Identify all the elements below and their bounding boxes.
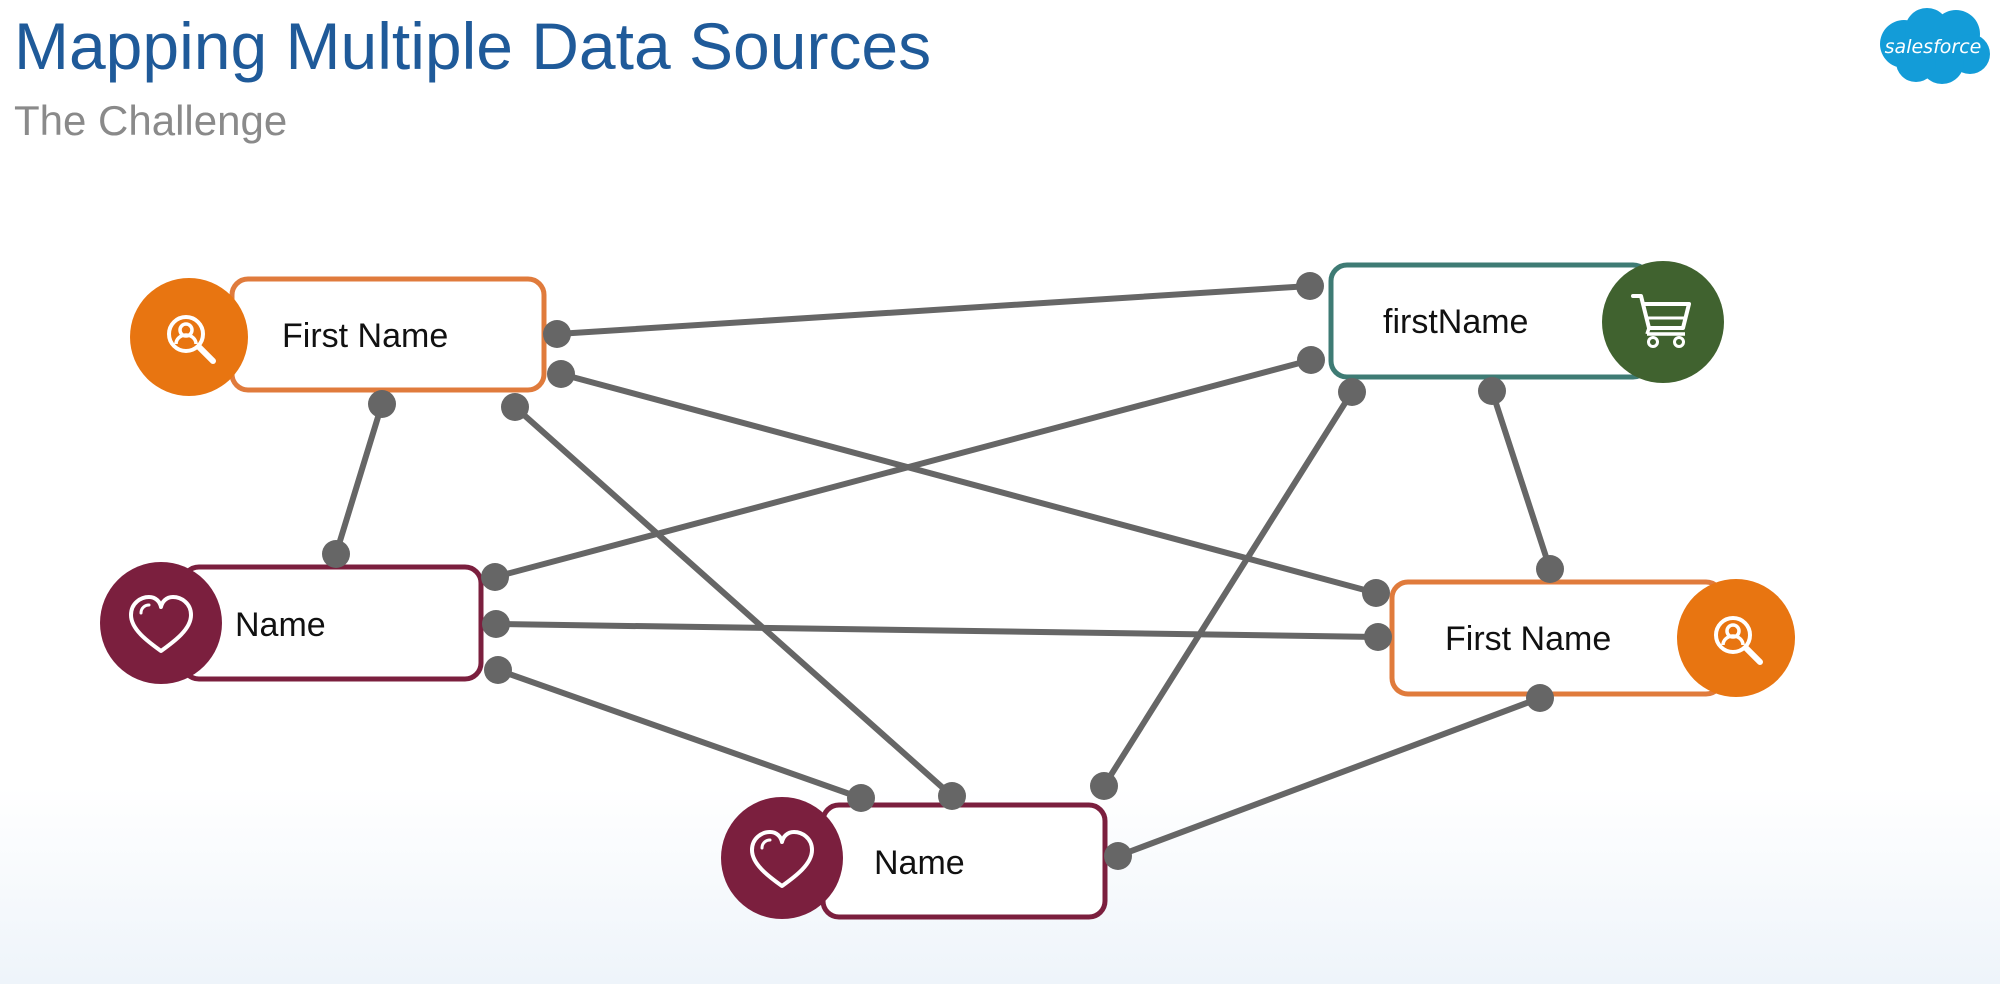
connection-dot [1362,579,1390,607]
svg-text:salesforce: salesforce [1885,36,1982,58]
node-label: Name [874,844,965,882]
node-label: First Name [1445,620,1611,658]
node-label: firstName [1383,303,1528,341]
connection-dot [1526,684,1554,712]
connector-line [333,401,385,557]
connection-dots [322,272,1564,870]
connection-dot [1536,555,1564,583]
connection-dot [481,563,509,591]
connection-dot [543,320,571,348]
connection-dot [322,540,350,568]
connection-dot [1338,378,1366,406]
connection-dot [482,610,510,638]
connector-line [554,283,1313,337]
node-label: First Name [282,317,448,355]
connection-dot [1478,377,1506,405]
connection-dot [1090,772,1118,800]
node-icon-circle [1602,261,1724,383]
connection-dot [1296,272,1324,300]
connection-dot [368,390,396,418]
connector-line [493,621,1381,640]
connector-line [1101,389,1355,789]
node-label: Name [235,606,326,644]
connectors [333,283,1553,859]
node-box [180,564,484,682]
node-firstname-top-right: firstName [1328,261,1724,383]
node-first-name-left: First Name [130,276,547,396]
connection-dot [547,360,575,388]
connector-line [512,404,955,799]
connection-dot [1364,623,1392,651]
connection-dot [501,393,529,421]
node-icon-circle [721,797,843,919]
connection-dot [1104,842,1132,870]
connector-line [492,357,1314,580]
connection-dot [938,782,966,810]
node-icon-circle [100,562,222,684]
connector-line [495,667,864,801]
node-first-name-right: First Name [1389,579,1795,697]
page-title: Mapping Multiple Data Sources [14,9,932,83]
connection-dot [847,784,875,812]
connection-dot [1297,346,1325,374]
node-name-bottom: Name [721,797,1108,920]
connector-line [1489,388,1553,572]
connector-line [558,371,1379,596]
page-subtitle: The Challenge [14,97,288,144]
connector-line [1115,695,1543,859]
salesforce-logo: salesforce [1880,8,1990,84]
node-name-left: Name [100,562,484,684]
connection-dot [484,656,512,684]
